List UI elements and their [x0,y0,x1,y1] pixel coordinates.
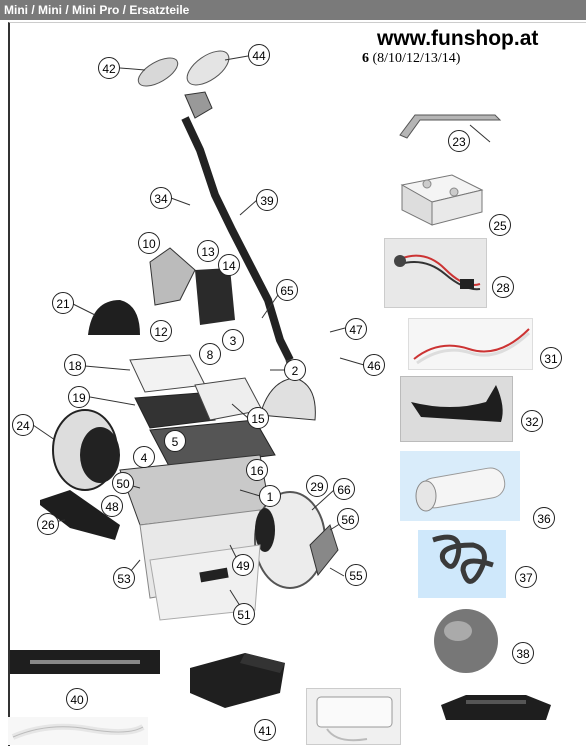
callout-53: 53 [113,567,135,589]
part-19-frame [134,392,216,429]
diagram-number: 6 [362,51,369,66]
callout-37: 37 [515,566,537,588]
steering-column [181,116,294,362]
part-32-photo [400,376,513,442]
part-55-hubcap [309,524,339,577]
part-25-photo [392,170,490,230]
part-21-fender [88,300,140,335]
callout-5: 5 [164,430,186,452]
part-28-photo [384,238,487,308]
callout-46: 46 [363,354,385,376]
callout-39: 39 [256,189,278,211]
callout-26: 26 [37,513,59,535]
bumper-photo [436,690,558,730]
callout-15: 15 [247,407,269,429]
part-36-photo [400,451,520,521]
callout-55: 55 [345,564,367,586]
callout-14: 14 [218,254,240,276]
callout-28: 28 [492,276,514,298]
callout-12: 12 [150,320,172,342]
part-37-photo [418,530,506,598]
callout-18: 18 [64,354,86,376]
cable-photo [8,717,148,745]
callout-34: 34 [150,187,172,209]
callout-51: 51 [233,603,255,625]
callout-8: 8 [199,343,221,365]
callout-50: 50 [112,472,134,494]
part-40-photo [10,650,160,674]
callout-44: 44 [248,44,270,66]
callout-38: 38 [512,642,534,664]
callout-23: 23 [448,130,470,152]
diagram-variants: (8/10/12/13/14) [372,51,461,66]
part-42-shape [137,57,179,87]
part-26-bumper [40,490,120,540]
part-14-shape [195,268,235,325]
diagram-caption: 6 (8/10/12/13/14) [362,51,460,67]
callout-21: 21 [52,292,74,314]
callout-66: 66 [333,478,355,500]
callout-40: 40 [66,688,88,710]
part-23-photo [395,110,505,140]
callout-36: 36 [533,507,555,529]
callout-56: 56 [337,508,359,530]
callout-49: 49 [232,554,254,576]
callout-3: 3 [222,329,244,351]
charger-photo [306,688,401,745]
callout-19: 19 [68,386,90,408]
callout-41: 41 [254,719,276,741]
part-38-photo [430,605,502,677]
callout-29: 29 [306,475,328,497]
callout-25: 25 [489,214,511,236]
parts-diagram-frame [8,22,586,746]
part-41-photo [185,638,293,710]
callout-65: 65 [276,279,298,301]
callout-13: 13 [197,240,219,262]
callout-31: 31 [540,347,562,369]
callout-2: 2 [284,359,306,381]
callout-16: 16 [246,459,268,481]
callout-47: 47 [345,318,367,340]
part-18-plate [129,354,206,393]
callout-48: 48 [101,495,123,517]
page-header: Mini / Mini / Mini Pro / Ersatzteile [0,0,586,20]
callout-24: 24 [12,414,34,436]
callout-1: 1 [259,485,281,507]
callout-32: 32 [521,410,543,432]
brand-url[interactable]: www.funshop.at [377,27,539,50]
part-31-photo [408,318,533,370]
part-44-shape [186,50,230,86]
callout-4: 4 [133,446,155,468]
callout-42: 42 [98,57,120,79]
callout-10: 10 [138,232,160,254]
